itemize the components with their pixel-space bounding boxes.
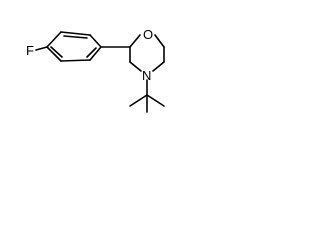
bond-tbu-methyl-1	[129, 94, 148, 107]
bond-ring-double-3	[50, 46, 63, 58]
bond-lines	[35, 31, 165, 113]
atom-label-fluorine: F	[26, 43, 34, 58]
bond-c5-n	[152, 61, 165, 72]
bond-c2-o	[129, 34, 141, 48]
atom-label-nitrogen: N	[142, 68, 151, 83]
structure-diagram: F O N	[26, 27, 165, 113]
bond-ring-3	[89, 34, 102, 48]
bond-ring-double-1	[63, 35, 88, 39]
bond-ring-4	[89, 46, 102, 61]
bond-ring-2	[60, 31, 91, 36]
bond-tbu-methyl-2	[146, 94, 165, 107]
bond-ring-double-2	[86, 47, 97, 58]
atom-labels: F O N	[26, 27, 153, 83]
bond-f-ring	[35, 46, 48, 51]
atom-label-oxygen: O	[143, 27, 153, 42]
bond-n-c3	[129, 61, 142, 72]
bond-ring-5	[60, 59, 91, 62]
bond-ring-1	[46, 31, 62, 48]
bond-o-c6	[154, 34, 165, 48]
bond-ring-6	[46, 46, 62, 62]
